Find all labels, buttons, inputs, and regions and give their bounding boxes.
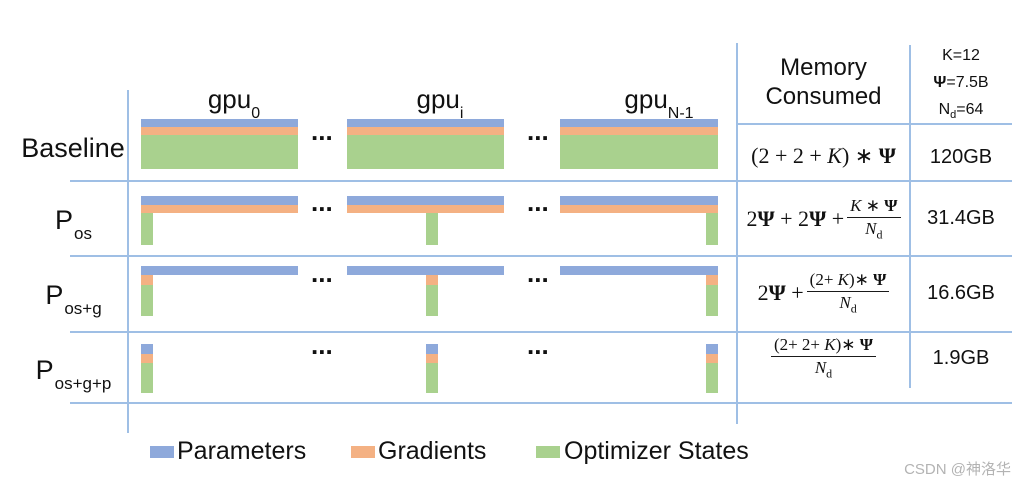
posg-gpui-parameters-bar (347, 266, 504, 275)
posg-gpun-optimizer-partition (706, 285, 718, 316)
posgp-gpu0-optimizer-partition (141, 363, 153, 393)
posg-gpui-optimizer-partition (426, 285, 438, 316)
divider-memory-column (736, 43, 738, 424)
constants-header: K=12 Ψ=7.5B Nd=64 (910, 45, 1012, 127)
posg-gpun-parameters-bar (560, 266, 718, 275)
pos-gpui-parameters-bar (347, 196, 504, 205)
baseline-gpun-parameters-bar (560, 119, 718, 127)
legend-swatch-parameters (150, 446, 174, 458)
row-separator-3 (70, 331, 1012, 333)
row-label-pos-g: Pos+g (45, 280, 102, 319)
row-label-pos-g-p: Pos+g+p (35, 355, 112, 394)
divider-row-labels (127, 90, 129, 433)
baseline-gpui-gradients-bar (347, 127, 504, 135)
posgp-gpui-gradients-partition (426, 354, 438, 363)
memory-value-pos-g-p: 1.9GB (932, 347, 990, 369)
baseline-gpun-gradients-bar (560, 127, 718, 135)
gpu-header-i: gpui (416, 84, 464, 123)
posgp-gpu0-parameters-partition (141, 344, 153, 354)
gpu-header-0: gpu0 (207, 84, 261, 123)
posgp-gpun-gradients-partition (706, 354, 718, 363)
memory-formula-baseline: (2 + 2 + K) ∗ Ψ (751, 143, 896, 168)
header-underline (737, 123, 1012, 125)
memory-formula-pos-g-p: (2+ 2+ K)∗ Ψ Nd (737, 335, 910, 381)
legend-swatch-optimizer-states (536, 446, 560, 458)
legend-swatch-gradients (351, 446, 375, 458)
legend-label-parameters: Parameters (177, 437, 307, 465)
ellipsis: ... (527, 330, 549, 360)
constant-nd: Nd=64 (938, 101, 984, 122)
ellipsis: ... (311, 187, 333, 217)
posg-gpu0-optimizer-partition (141, 285, 153, 316)
ellipsis: ... (527, 116, 549, 146)
memory-value-pos: 31.4GB (927, 207, 995, 229)
ellipsis: ... (311, 330, 333, 360)
pos-gpui-optimizer-partition (426, 213, 438, 245)
pos-gpui-gradients-bar (347, 205, 504, 213)
baseline-gpun-optimizer-bar (560, 135, 718, 169)
legend-label-optimizer-states: Optimizer States (564, 437, 749, 465)
ellipsis: ... (527, 258, 549, 288)
pos-gpu0-gradients-bar (141, 205, 298, 213)
pos-gpun-parameters-bar (560, 196, 718, 205)
watermark: CSDN @神洛华 (904, 461, 1011, 478)
posg-gpu0-parameters-bar (141, 266, 298, 275)
gpu-header-n-1: gpuN-1 (624, 84, 694, 123)
posgp-gpu0-gradients-partition (141, 354, 153, 363)
baseline-gpui-optimizer-bar (347, 135, 504, 169)
posg-gpui-gradients-partition (426, 275, 438, 285)
posg-gpun-gradients-partition (706, 275, 718, 285)
memory-formula-pos: 2Ψ + 2Ψ + K ∗ Ψ Nd (737, 196, 910, 242)
pos-gpu0-optimizer-partition (141, 213, 153, 245)
row-separator-1 (70, 180, 1012, 182)
legend-label-gradients: Gradients (378, 437, 487, 465)
memory-formula-pos-g: 2Ψ + (2+ K)∗ Ψ Nd (737, 270, 910, 316)
memory-value-baseline: 120GB (929, 146, 993, 168)
posgp-gpui-optimizer-partition (426, 363, 438, 393)
pos-gpun-optimizer-partition (706, 213, 718, 245)
row-label-pos: Pos (55, 205, 92, 244)
constant-psi: Ψ=7.5B (933, 74, 989, 92)
baseline-gpu0-parameters-bar (141, 119, 298, 127)
posgp-gpun-parameters-partition (706, 344, 718, 354)
baseline-gpui-parameters-bar (347, 119, 504, 127)
memory-consumed-header: Memory Consumed (765, 54, 882, 110)
fraction: K ∗ Ψ Nd (847, 196, 901, 242)
baseline-gpu0-gradients-bar (141, 127, 298, 135)
row-separator-2 (70, 255, 1012, 257)
posg-gpu0-gradients-partition (141, 275, 153, 285)
posgp-gpui-parameters-partition (426, 344, 438, 354)
ellipsis: ... (527, 187, 549, 217)
row-label-baseline: Baseline (21, 133, 125, 163)
row-separator-4 (70, 402, 1012, 404)
fraction: (2+ 2+ K)∗ Ψ Nd (770, 335, 877, 381)
posgp-gpun-optimizer-partition (706, 363, 718, 393)
baseline-gpu0-optimizer-bar (141, 135, 298, 169)
fraction: (2+ K)∗ Ψ Nd (806, 270, 890, 316)
constant-k: K=12 (942, 47, 980, 64)
pos-gpun-gradients-bar (560, 205, 718, 213)
ellipsis: ... (311, 116, 333, 146)
pos-gpu0-parameters-bar (141, 196, 298, 205)
ellipsis: ... (311, 258, 333, 288)
divider-value-column (909, 45, 911, 388)
memory-value-pos-g: 16.6GB (927, 282, 995, 304)
